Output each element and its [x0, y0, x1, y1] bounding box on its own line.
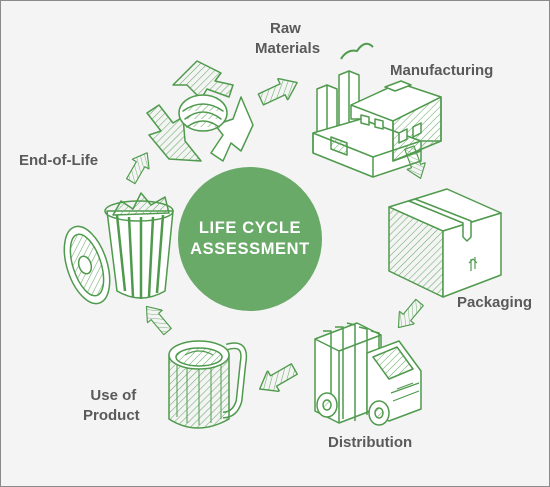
arrow-use-to-end-of-life	[138, 299, 176, 339]
arrow-packaging-to-distribution	[390, 295, 428, 335]
stage-label-manufacturing: Manufacturing	[390, 62, 494, 79]
trash-can-icon	[63, 192, 174, 305]
stage-label-raw-materials: Raw Materials	[255, 19, 320, 59]
stage-label-distribution: Distribution	[328, 434, 413, 451]
truck-icon	[314, 322, 422, 426]
arrow-distribution-to-use	[252, 357, 302, 401]
factory-icon	[312, 42, 442, 178]
use-of-product-line1: Use of	[90, 387, 137, 404]
center-title-line2: ASSESSMENT	[190, 240, 310, 258]
stage-label-use-of-product: Use of Product	[83, 386, 140, 426]
use-of-product-line2: Product	[83, 407, 140, 424]
life-cycle-assessment-circle: LIFE CYCLE ASSESSMENT	[178, 167, 322, 311]
raw-materials-line1: Raw	[270, 20, 301, 37]
recycle-icon	[146, 60, 254, 162]
box-icon	[388, 188, 502, 298]
center-title-line1: LIFE CYCLE	[198, 219, 302, 237]
stage-label-packaging: Packaging	[457, 294, 533, 311]
mug-icon	[168, 340, 248, 429]
arrow-end-of-life-to-raw	[121, 147, 157, 187]
arrow-raw-to-manufacturing	[255, 70, 303, 112]
stage-label-end-of-life: End-of-Life	[19, 152, 99, 169]
raw-materials-line2: Materials	[255, 40, 321, 57]
